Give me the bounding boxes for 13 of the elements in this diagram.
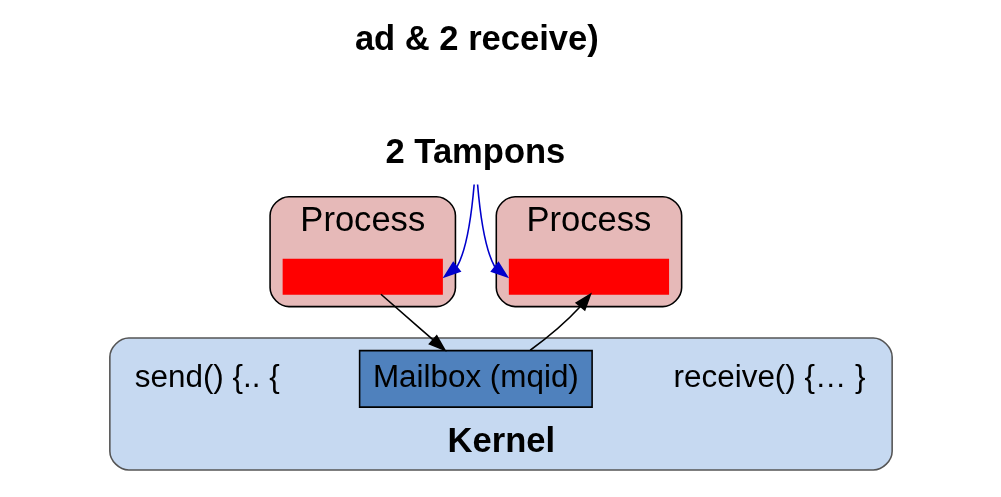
label: receive() {… } [673, 358, 866, 394]
cluster: Process [495, 195, 682, 308]
label: ad & 2 receive) [354, 18, 599, 57]
arrow [379, 293, 447, 352]
node-box: Mailbox (mqid) [358, 349, 593, 408]
cluster: Process [268, 195, 456, 308]
label: send() {.. { [134, 358, 280, 394]
arrow [476, 183, 509, 279]
node-bar [508, 258, 669, 295]
node-text: 2 Tampons [385, 132, 565, 171]
arrow [442, 183, 475, 279]
arrow [528, 292, 592, 352]
node-bar [282, 258, 443, 295]
